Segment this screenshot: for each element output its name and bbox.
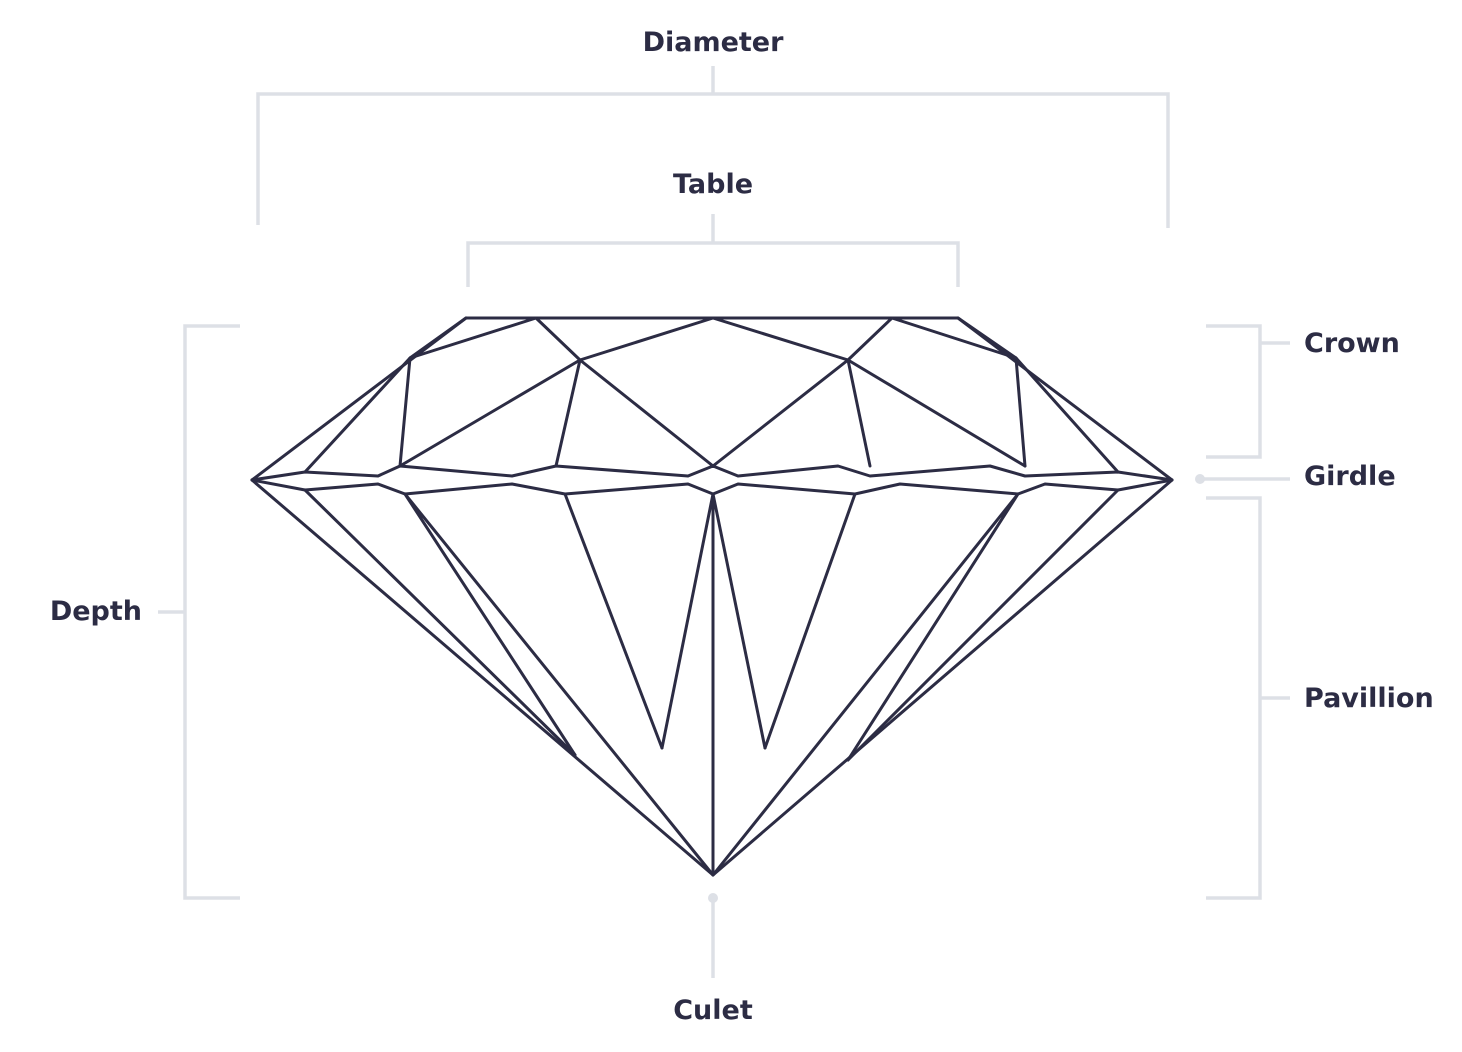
table-bracket	[466, 214, 960, 287]
pavilion-right-mid-facet	[711, 492, 1020, 877]
pavilion-center-facet	[660, 492, 767, 877]
culet-label: Culet	[673, 995, 753, 1026]
crown-label: Crown	[1304, 328, 1400, 359]
crown-right-center-kite	[846, 358, 1027, 468]
table-label: Table	[673, 169, 753, 200]
crown-left-edge-facet	[303, 356, 412, 474]
pavilion-left-outer-facet	[303, 488, 577, 757]
pavillion-label: Pavillion	[1304, 683, 1434, 714]
depth-label: Depth	[50, 596, 142, 627]
diameter-label: Diameter	[643, 27, 785, 58]
depth-bracket	[158, 324, 240, 900]
pavilion-left-inner-facet	[563, 492, 664, 750]
pavilion-right-outer-facet	[846, 488, 1120, 762]
girdle-upper-edge	[250, 464, 1174, 482]
diamond-illustration	[250, 316, 1174, 877]
girdle-pointer-dot	[1195, 474, 1205, 484]
girdle-lower-edge	[250, 478, 1174, 496]
crown-outline	[250, 316, 1174, 482]
crown-left-center-kite	[398, 358, 582, 468]
crown-center-star	[578, 358, 850, 468]
crown-right-kite	[956, 316, 1027, 468]
girdle-label: Girdle	[1304, 461, 1396, 492]
crown-left-kite	[398, 316, 468, 468]
pavilion-facets	[303, 488, 1120, 877]
girdle-band	[250, 464, 1174, 496]
pavilion-left-mid-facet	[403, 492, 715, 877]
pavillion-bracket	[1206, 496, 1290, 900]
pavilion-right-inner-facet	[763, 492, 857, 750]
diameter-bracket	[256, 66, 1170, 228]
crown-facets	[303, 316, 1120, 474]
culet-pointer-dot	[708, 893, 718, 903]
crown-bracket	[1206, 324, 1290, 459]
crown-facet-lines	[408, 316, 1018, 362]
part-labels: Diameter Table Crown Girdle Depth Pavill…	[50, 27, 1434, 1026]
crown-right-edge-facet	[1014, 356, 1120, 474]
dimension-brackets	[158, 66, 1290, 978]
